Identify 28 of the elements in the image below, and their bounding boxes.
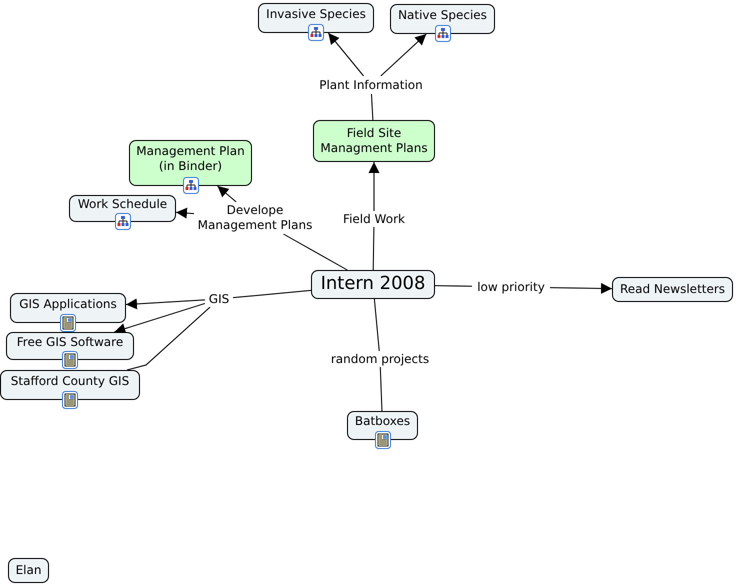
concept-box: Read Newsletters [612, 277, 733, 302]
connector-line [282, 234, 348, 270]
concept-box: Management Plan (in Binder) [129, 140, 252, 186]
concept-box: Stafford County GIS [0, 370, 140, 400]
concept-box: GIS Applications [10, 293, 126, 323]
concept-box: Work Schedule [69, 195, 176, 222]
connector-line [232, 290, 312, 298]
connector-line [434, 285, 472, 287]
connector-line [370, 94, 374, 120]
concept-box: Elan [8, 558, 49, 583]
arrow [328, 32, 364, 76]
arrow [176, 208, 194, 219]
connector-line [380, 366, 382, 412]
concept-box: Native Species [390, 4, 495, 34]
concept-box: Intern 2008 [311, 270, 435, 299]
connector-line [372, 226, 374, 270]
concept-box: Free GIS Software [6, 332, 134, 360]
concept-box: Batboxes [347, 411, 418, 440]
arrow [126, 298, 206, 310]
arrow [550, 282, 612, 294]
connector-line [374, 298, 380, 352]
arrow [114, 302, 206, 334]
arrow [380, 34, 427, 76]
concept-box: Field Site Managment Plans [313, 120, 435, 162]
connector-line [126, 306, 211, 370]
concept-box: Invasive Species [258, 3, 374, 33]
arrow [368, 162, 380, 212]
arrow [216, 186, 237, 202]
